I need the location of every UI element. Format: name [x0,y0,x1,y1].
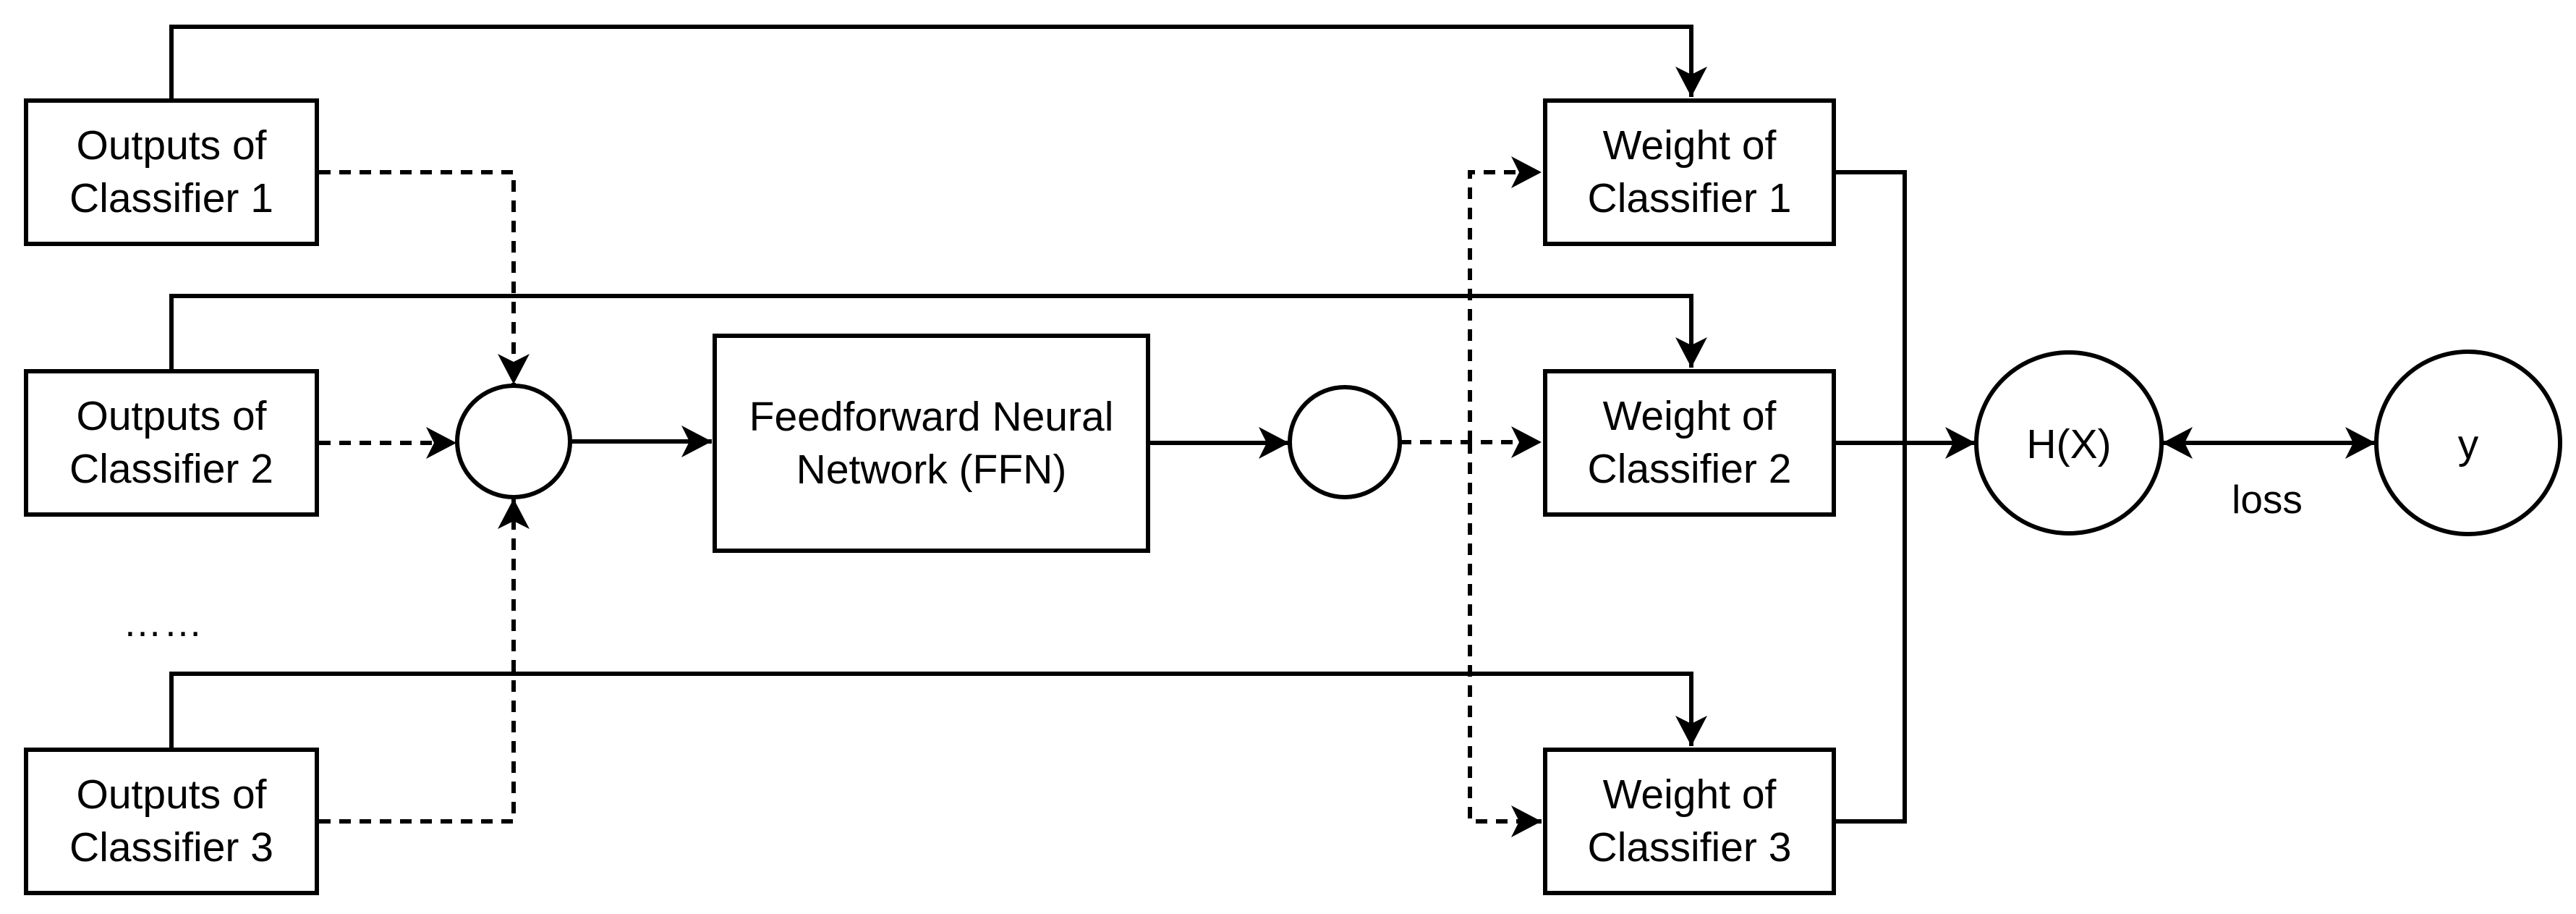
node-label-line: Feedforward Neural [749,393,1114,440]
node-label-line: Weight of [1602,122,1777,169]
node-label-line: Weight of [1602,393,1777,439]
edge-outputs3-to-merge-node [319,499,530,824]
node-weight-classifier-2: Weight of Classifier 2 [1543,369,1836,517]
node-weight-classifier-1: Weight of Classifier 1 [1543,98,1836,246]
edge-output-node-to-weight3 [1468,442,1542,837]
edge-weight3-to-bus [1836,443,1907,824]
edge-outputs2-top-to-weight2 [169,294,1707,369]
edge-output-node-to-weight1 [1468,156,1542,442]
node-weight-classifier-3: Weight of Classifier 3 [1543,748,1836,895]
node-label-line: Outputs of [76,122,267,169]
output-node-circle [1288,385,1402,499]
edge-outputs1-to-merge-node [319,170,530,384]
node-label-line: Outputs of [76,393,267,439]
edge-weight1-to-bus [1836,170,1907,443]
hx-node-circle [1974,350,2164,536]
node-label-line: Classifier 2 [69,446,273,492]
node-label-line: Classifier 3 [69,824,273,871]
node-label-line: Weight of [1602,771,1777,818]
node-label-line: Classifier 1 [1587,175,1792,221]
y-node-label: y [2457,421,2479,467]
node-ffn: Feedforward Neural Network (FFN) [713,334,1150,553]
edge-outputs3-top-to-weight3 [169,672,1707,748]
node-outputs-classifier-1: Outputs of Classifier 1 [24,98,319,246]
node-label-line: Classifier 3 [1587,824,1792,871]
merge-node-circle [455,384,572,499]
node-label-line: Network (FFN) [796,446,1067,493]
node-label-line: Outputs of [76,771,267,818]
edge-outputs1-top-to-weight1 [169,25,1707,98]
node-label-line: Classifier 2 [1587,446,1792,492]
more-classifiers-ellipsis: …… [123,601,204,645]
node-outputs-classifier-3: Outputs of Classifier 3 [24,748,319,895]
loss-label: loss [2232,477,2303,522]
node-label-line: Classifier 1 [69,175,273,221]
y-node-circle [2374,350,2562,536]
node-outputs-classifier-2: Outputs of Classifier 2 [24,369,319,517]
hx-node-label: H(X) [2026,421,2112,467]
